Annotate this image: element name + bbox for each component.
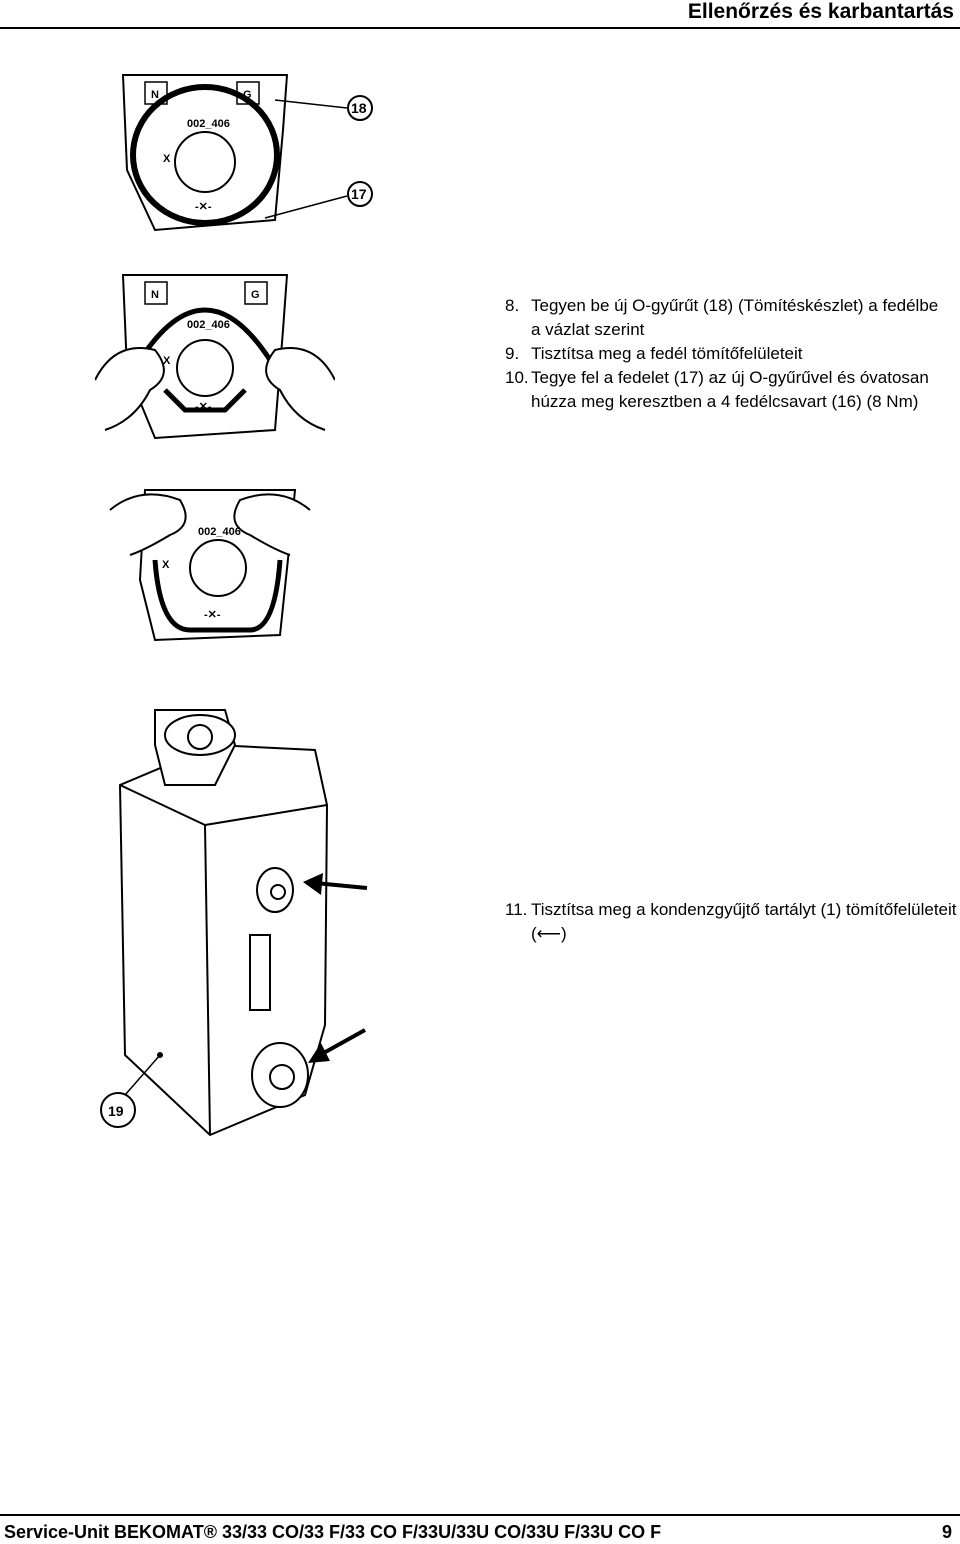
header-divider (0, 27, 960, 29)
step-10: 10. Tegye fel a fedelet (17) az új O-gyű… (505, 366, 950, 414)
x-mark: X (163, 355, 171, 367)
page-header: Ellenőrzés és karbantartás (0, 0, 960, 30)
step-text: Tisztítsa meg a kondenzgyűjtő tartályt (… (531, 900, 957, 943)
step-number: 8. (505, 296, 520, 315)
step-number: 9. (505, 344, 520, 363)
figure-condensate-collector: 19 (100, 709, 368, 1137)
step-9: 9. Tisztítsa meg a fedél tömítőfelületei… (505, 342, 950, 366)
callout-19: 19 (108, 1103, 124, 1119)
cross-mark: -✕- (195, 401, 212, 413)
step-number: 10. (505, 368, 529, 387)
step-text: Tegye fel a fedelet (17) az új O-gyűrűve… (531, 368, 929, 411)
cross-mark: -✕- (204, 609, 221, 621)
part-code: 002_406 (187, 118, 230, 130)
step-8: 8. Tegyen be új O-gyűrűt (18) (Tömítéské… (505, 294, 950, 342)
footer-product: Service-Unit BEKOMAT® 33/33 CO/33 F/33 C… (4, 1522, 662, 1542)
callout-17: 17 (351, 186, 367, 202)
step-list: 8. Tegyen be új O-gyűrűt (18) (Tömítéské… (505, 294, 950, 414)
page-number: 9 (941, 1522, 952, 1542)
step-text: Tegyen be új O-gyűrűt (18) (Tömítéskészl… (531, 296, 939, 339)
x-mark: X (163, 153, 171, 165)
page-footer: Service-Unit BEKOMAT® 33/33 CO/33 F/33 C… (0, 1514, 960, 1544)
part-code: 002_406 (198, 526, 241, 538)
cross-mark: -✕- (195, 201, 212, 213)
figure-cover-oring: N G 002_406 X -✕- 18 17 (121, 74, 373, 232)
step-number: 11. (505, 900, 528, 919)
g-label: G (243, 89, 252, 101)
step-11: 11. Tisztítsa meg a kondenzgyűjtő tartál… (505, 898, 960, 946)
step-text: Tisztítsa meg a fedél tömítőfelületeit (531, 344, 803, 363)
n-label: N (151, 289, 159, 301)
g-label: G (251, 289, 260, 301)
x-mark: X (162, 559, 170, 571)
n-label: N (151, 89, 159, 101)
part-code: 002_406 (187, 319, 230, 331)
arrow-icon (303, 873, 368, 895)
footer-divider (0, 1514, 960, 1516)
arrow-icon (308, 1028, 366, 1063)
figure-cover-hands: N G 002_406 X -✕- (95, 274, 335, 440)
page-title: Ellenőrzés és karbantartás (687, 0, 954, 23)
figure-cover-tighten: 002_406 X -✕- (109, 489, 311, 642)
callout-18: 18 (351, 100, 367, 116)
